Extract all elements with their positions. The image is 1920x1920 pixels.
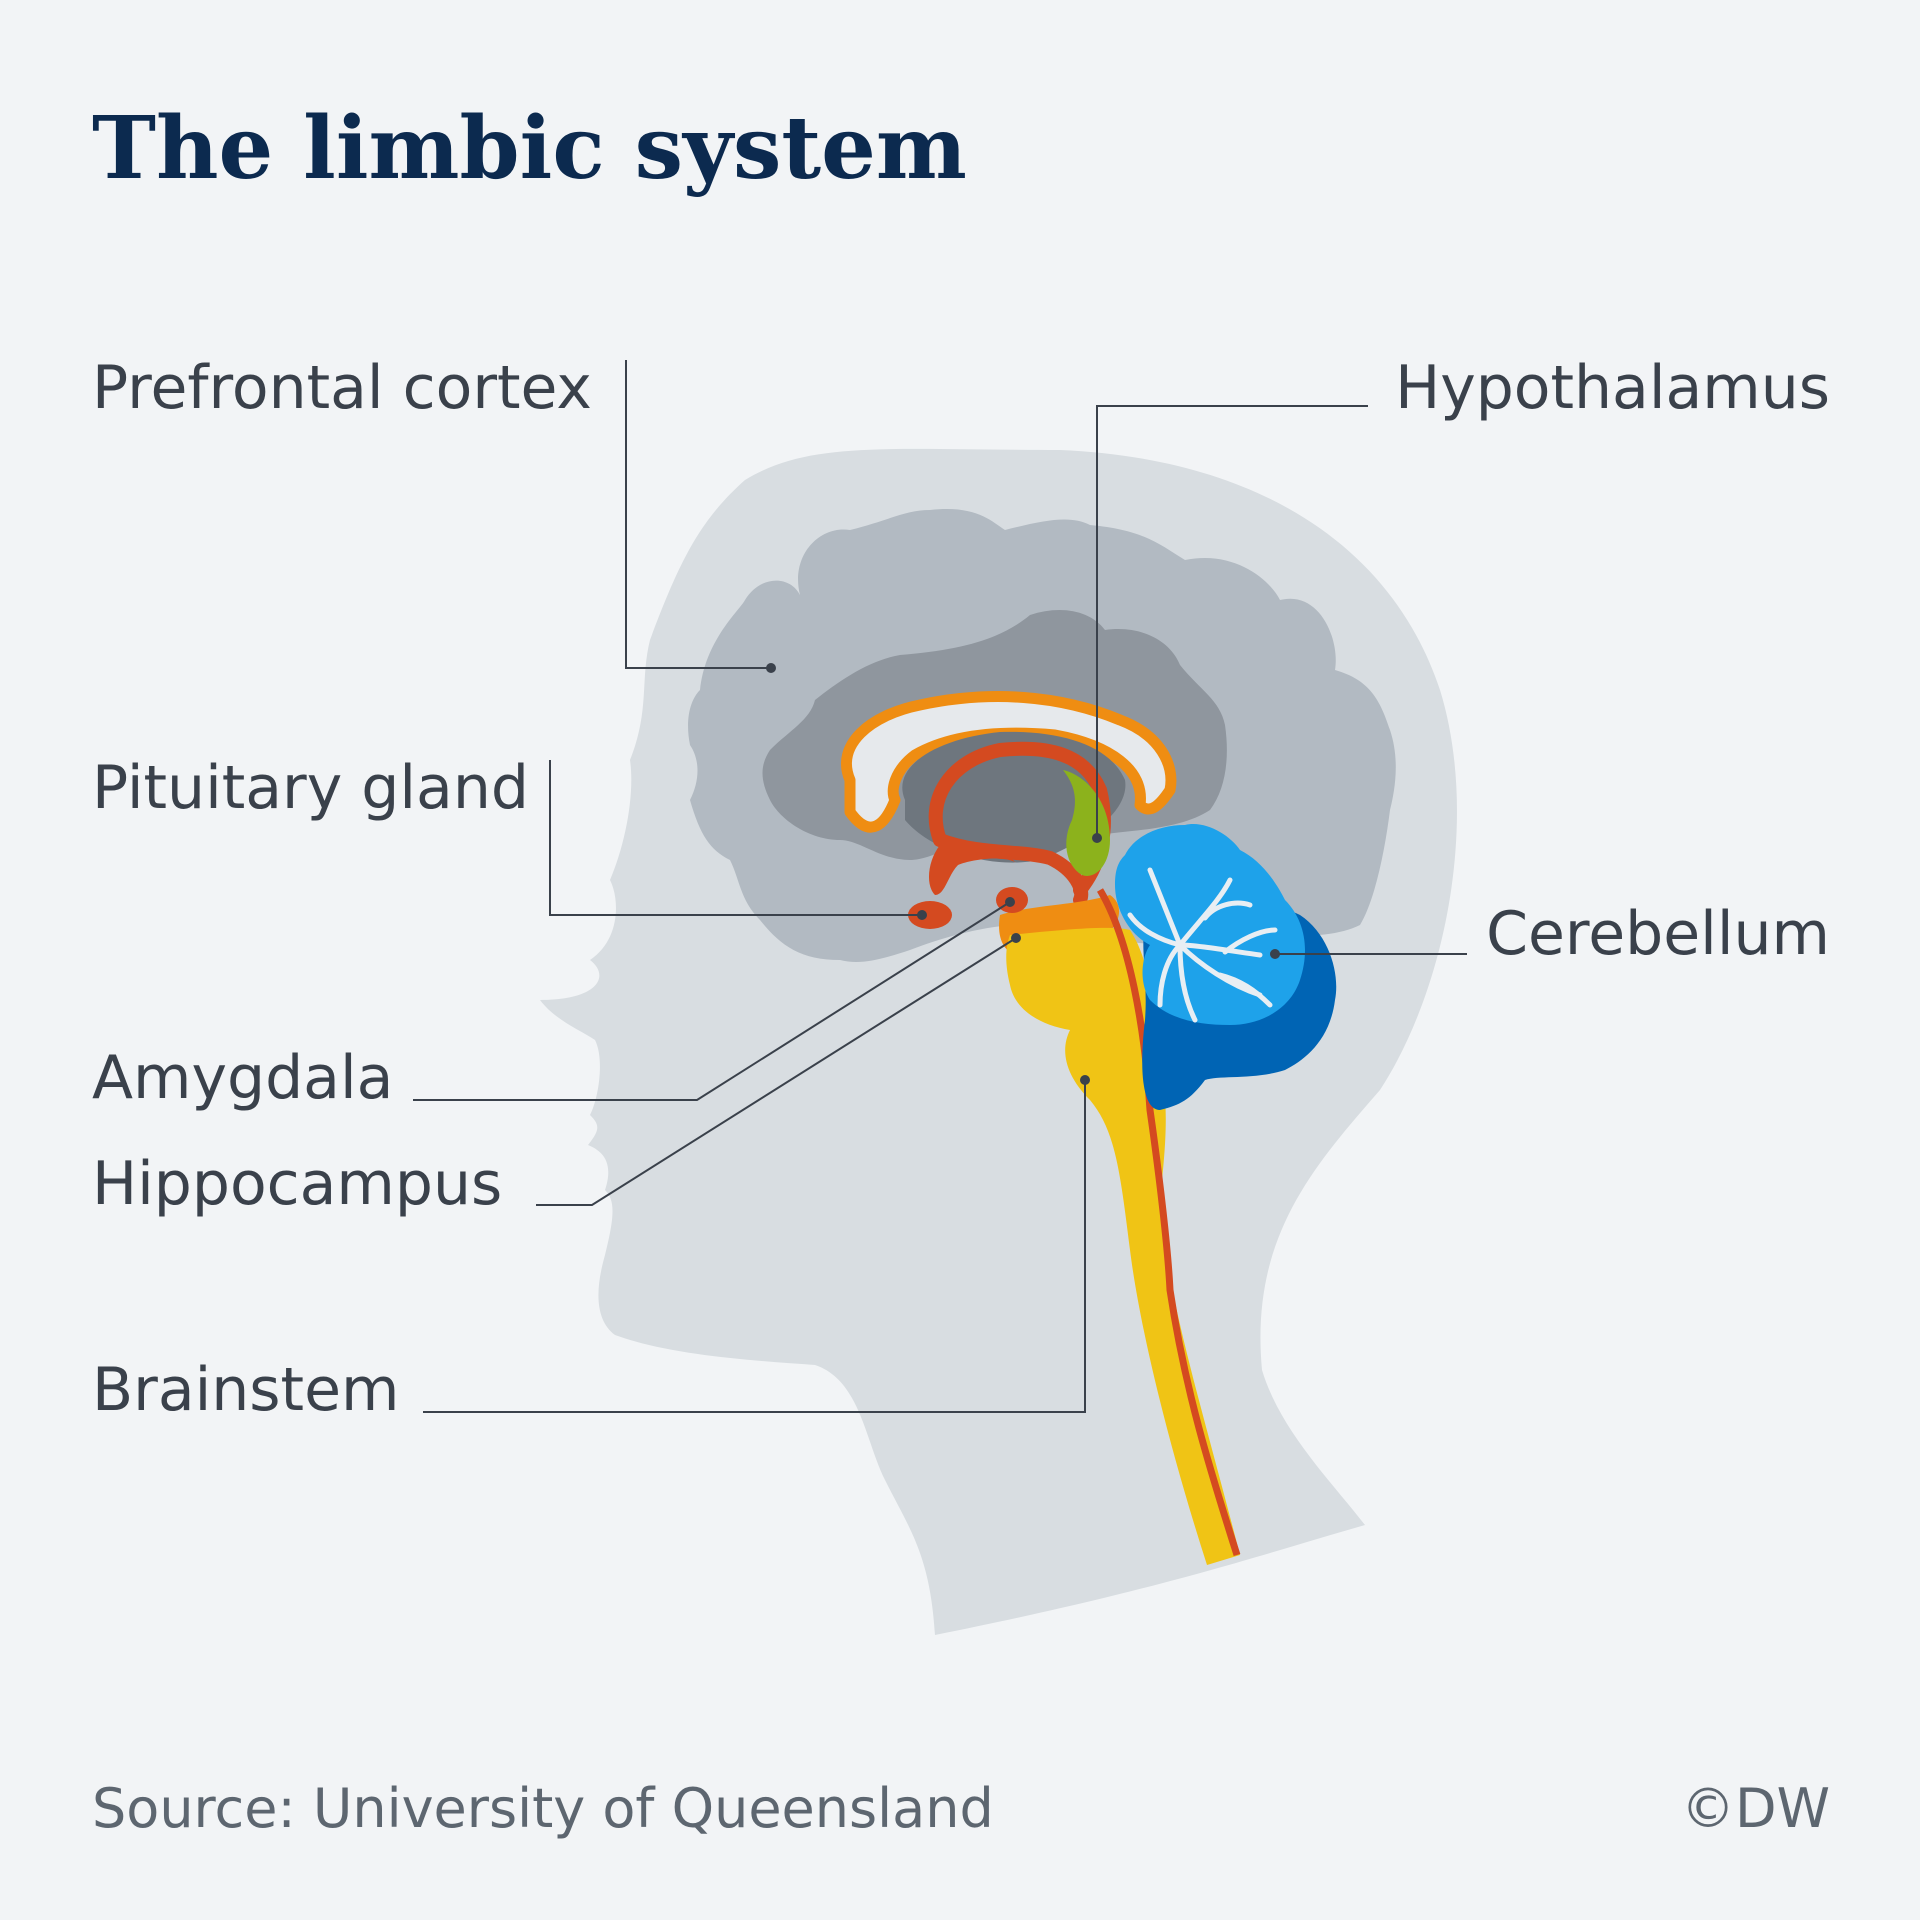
pituitary-gland [908,901,952,929]
label-hypothalamus: Hypothalamus [1395,353,1830,423]
spinal-tract [1096,888,1241,1557]
leader-hypothalamus [1096,405,1368,838]
dot-hypothalamus [1092,833,1102,843]
corpus-callosum [841,691,1177,833]
arbor-vitae [1127,867,1278,1023]
label-brainstem: Brainstem [92,1355,399,1425]
dot-pituitary-gland [917,910,927,920]
leader-brainstem [423,1080,1086,1413]
hypothalamus [1063,770,1110,876]
source-note: Source: University of Queensland [92,1777,994,1840]
leader-hippocampus [536,937,1017,1206]
dot-prefrontal-cortex [766,663,776,673]
label-amygdala: Amygdala [92,1043,393,1113]
leader-amygdala [413,901,1011,1101]
leader-lines [413,360,1467,1413]
label-pituitary-gland: Pituitary gland [92,753,529,823]
label-prefrontal-cortex: Prefrontal cortex [92,353,592,423]
dot-brainstem [1080,1075,1090,1085]
label-hippocampus: Hippocampus [92,1149,502,1219]
credit-logo: ©DW [1681,1777,1830,1840]
brainstem [1006,927,1240,1565]
dot-cerebellum [1270,949,1280,959]
page-title: The limbic system [92,98,967,199]
label-cerebellum: Cerebellum [1486,899,1830,969]
leader-prefrontal-cortex [625,360,771,669]
dot-amygdala [1005,897,1015,907]
leader-pituitary-gland [549,760,922,916]
dot-hippocampus [1011,933,1021,943]
pituitary-stalk [928,843,1015,895]
